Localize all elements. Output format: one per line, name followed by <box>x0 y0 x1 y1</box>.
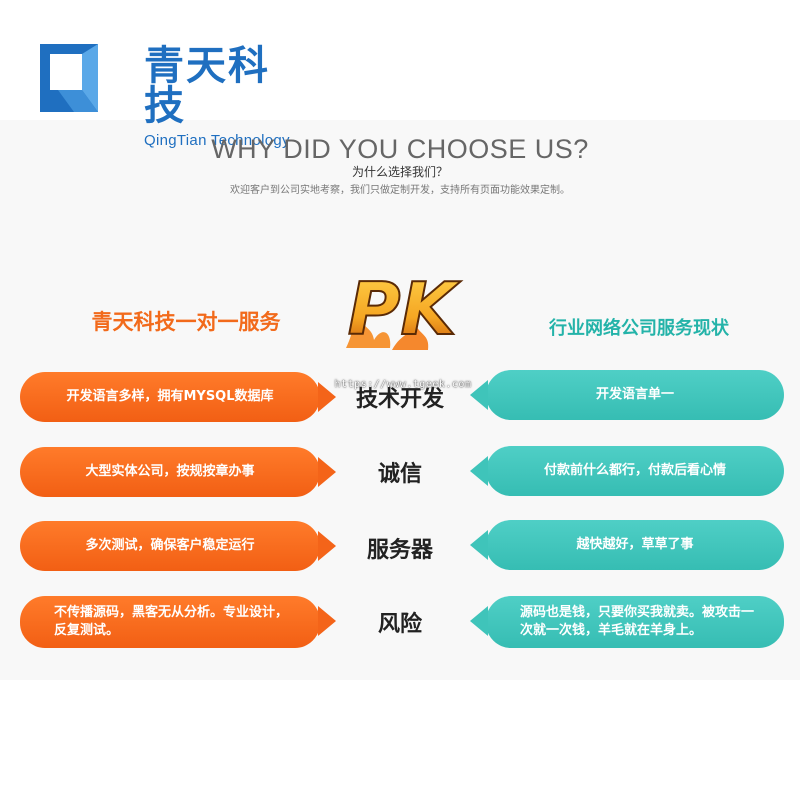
left-item-4: 不传播源码，黑客无从分析。专业设计，反复测试。 <box>20 596 336 648</box>
left-item-1: 开发语言多样，拥有MYSQL数据库 <box>20 372 336 422</box>
pk-badge-text: PK <box>348 267 462 351</box>
section-title: WHY DID YOU CHOOSE US? <box>211 134 589 164</box>
brand-logo[interactable]: 青天科技 QingTian Technology <box>38 40 298 149</box>
left-item-2: 大型实体公司，按规按章办事 <box>20 447 336 497</box>
logo-mark-icon <box>40 44 98 112</box>
pk-badge-icon: PK <box>346 266 462 352</box>
category-label-4: 风险 <box>377 612 422 637</box>
brand-name-cn: 青天科技 <box>144 43 270 129</box>
left-column-title: 青天科技一对一服务 <box>91 310 281 334</box>
brand-name-en: QingTian Technology <box>144 132 290 149</box>
right-item-1: 开发语言单一 <box>470 370 784 420</box>
right-item-2: 付款前什么都行，付款后看心情 <box>470 446 784 496</box>
watermark-text: https://www.tgeek.com <box>334 379 472 390</box>
left-item-3: 多次测试，确保客户稳定运行 <box>20 521 336 571</box>
category-label-2: 诚信 <box>377 462 422 487</box>
section-description: 欢迎客户到公司实地考察，我们只做定制开发，支持所有页面功能效果定制。 <box>230 185 570 196</box>
category-label-1: 技术开发 <box>355 387 444 412</box>
right-item-3: 越快越好，草草了事 <box>470 520 784 570</box>
category-label-3: 服务器 <box>366 538 433 563</box>
right-column-title: 行业网络公司服务现状 <box>549 318 729 339</box>
section-subtitle: 为什么选择我们？ <box>351 165 448 179</box>
right-item-4: 源码也是钱，只要你买我就卖。被攻击一次就一次钱，羊毛就在羊身上。 <box>470 596 784 648</box>
